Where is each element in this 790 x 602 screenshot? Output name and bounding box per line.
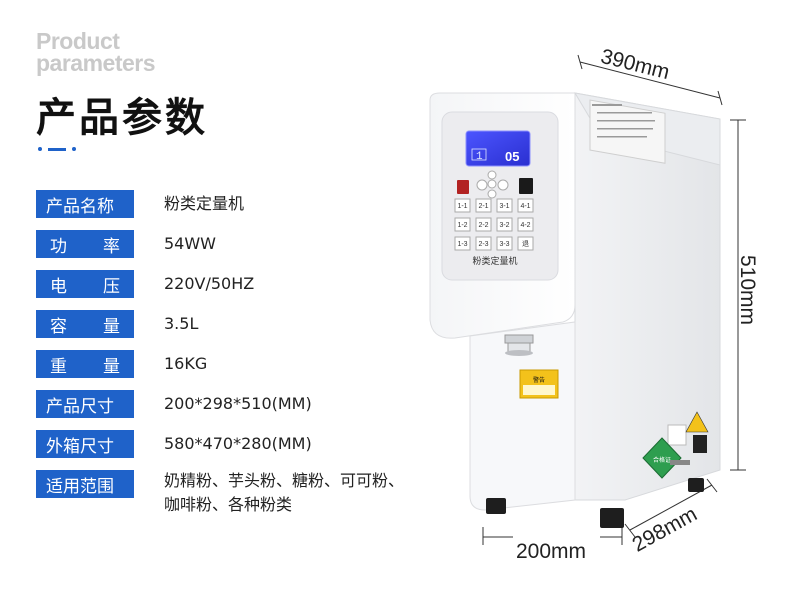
svg-text:1-3: 1-3 [457,241,467,248]
svg-text:2-1: 2-1 [478,203,488,210]
param-label: 外箱尺寸 [36,430,134,458]
dimension-width-label: 390mm [598,44,672,85]
param-row-capacity: 容量 3.5L [36,310,198,338]
param-value: 580*470*280(MM) [164,434,312,453]
param-value: 奶精粉、芋头粉、糖粉、可可粉、 咖啡粉、各种粉类 [164,469,404,517]
param-value: 200*298*510(MM) [164,394,312,413]
param-value-line2: 咖啡粉、各种粉类 [164,495,293,514]
svg-text:3-1: 3-1 [499,203,509,210]
svg-text:1-1: 1-1 [457,203,467,210]
param-row-name: 产品名称 粉类定量机 [36,190,244,218]
param-value: 16KG [164,354,208,373]
svg-text:3-3: 3-3 [499,241,509,248]
svg-text:3-2: 3-2 [499,222,509,229]
svg-text:4-2: 4-2 [520,222,530,229]
param-value: 54WW [164,234,216,253]
svg-text:合格证: 合格证 [653,456,671,464]
header-english: Product parameters [36,28,156,76]
param-value: 粉类定量机 [164,194,245,213]
page-title: 产品参数 [36,95,208,141]
svg-text:05: 05 [505,149,519,164]
dimension-front-label: 200mm [516,540,587,563]
param-value: 3.5L [164,314,199,333]
header-english-line1: Product [36,28,120,54]
header-english-line2: parameters [36,50,156,76]
param-label: 产品尺寸 [36,390,134,418]
title-underline-decoration [38,147,76,151]
lcd-display [465,130,531,167]
param-label: 功率 [36,230,134,258]
param-row-power: 功率 54WW [36,230,216,258]
svg-text:1-2: 1-2 [457,222,467,229]
svg-text:警告: 警告 [533,376,545,384]
param-label: 适用范围 [36,470,134,498]
param-label: 电压 [36,270,134,298]
dimension-lines [482,54,746,545]
param-row-voltage: 电压 220V/50HZ [36,270,254,298]
svg-text:1: 1 [476,151,483,163]
dimension-height-label: 510mm [736,254,760,326]
svg-text:4-1: 4-1 [520,203,530,210]
svg-text:退: 退 [522,239,529,248]
svg-text:2-3: 2-3 [478,241,488,248]
param-row-weight: 重量 16KG [36,350,207,378]
param-row-product-size: 产品尺寸 200*298*510(MM) [36,390,312,418]
param-row-usage: 适用范围 奶精粉、芋头粉、糖粉、可可粉、 咖啡粉、各种粉类 [36,470,404,517]
param-value: 220V/50HZ [164,274,255,293]
param-label: 重量 [36,350,134,378]
svg-text:2-2: 2-2 [478,222,488,229]
param-label: 产品名称 [36,190,134,218]
param-row-box-size: 外箱尺寸 580*470*280(MM) [36,430,312,458]
param-value-line1: 奶精粉、芋头粉、糖粉、可可粉、 [164,471,405,490]
dimension-depth-label: 298mm [628,502,701,557]
panel-label: 粉类定量机 [472,255,517,267]
param-label: 容量 [36,310,134,338]
